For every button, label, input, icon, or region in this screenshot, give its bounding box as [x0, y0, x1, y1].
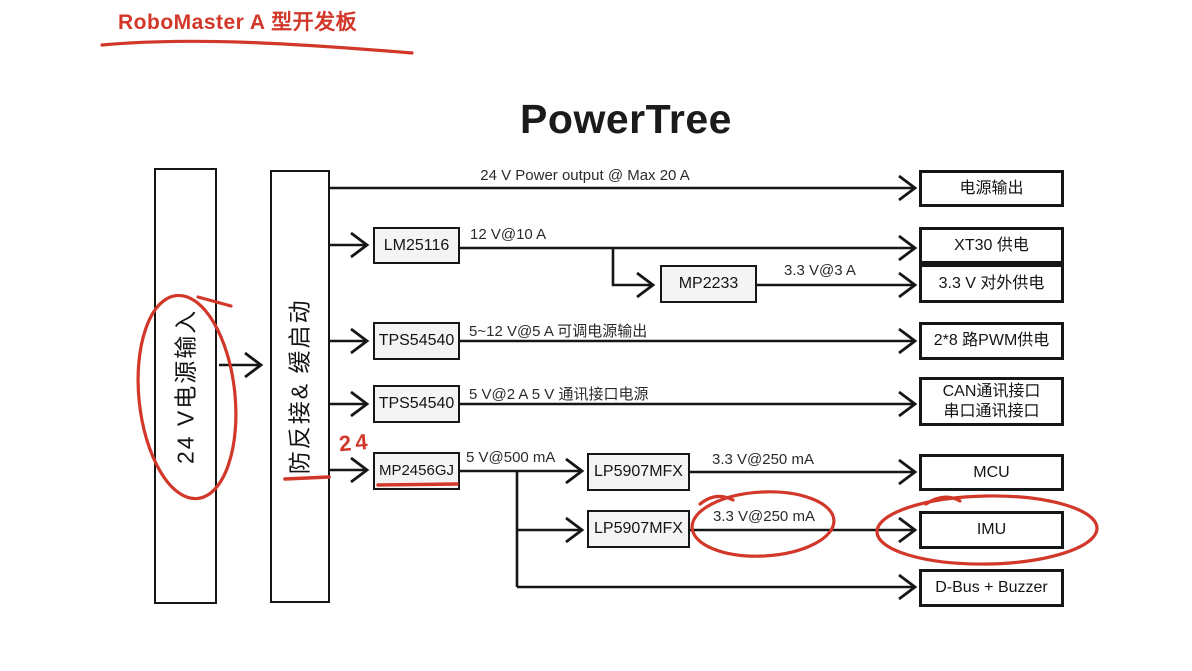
edge-label-3v3-250ma-imu: 3.3 V@250 mA — [713, 508, 815, 525]
block-pwm: 2*8 路PWM供电 — [919, 322, 1064, 360]
block-tps54540-1: TPS54540 — [373, 322, 460, 360]
block-ext-3v3: 3.3 V 对外供电 — [919, 264, 1064, 303]
red-circle-imu-kink — [924, 495, 962, 506]
block-imu-label: IMU — [976, 521, 1007, 538]
edge-label-adjustable: 5~12 V@5 A 可调电源输出 — [469, 323, 648, 340]
block-xt30: XT30 供电 — [919, 227, 1064, 264]
block-lm25116-label: LM25116 — [383, 236, 450, 254]
edge-label-12v: 12 V@10 A — [470, 226, 547, 243]
edge-label-3v3-3a: 3.3 V@3 A — [784, 262, 856, 279]
block-pwm-label: 2*8 路PWM供电 — [933, 332, 1050, 349]
handwritten-24-note: 24 — [337, 428, 373, 457]
arrow-branch-to-mp2233 — [611, 248, 656, 299]
block-mp2233: MP2233 — [660, 265, 757, 303]
block-reverse-protection-label: 防反接& 缓启动 — [286, 298, 313, 475]
block-mcu: MCU — [919, 454, 1064, 491]
block-mcu-label: MCU — [973, 463, 1010, 481]
block-serial-label: 串口通讯接口 — [943, 402, 1040, 420]
block-ext-3v3-label: 3.3 V 对外供电 — [938, 274, 1045, 292]
block-power-output: 电源输出 — [919, 170, 1064, 207]
block-mp2456gj: MP2456GJ — [373, 452, 460, 490]
block-mp2233-label: MP2233 — [678, 275, 739, 292]
block-lp5907mfx-2: LP5907MFX — [587, 510, 690, 548]
block-tps54540-2: TPS54540 — [373, 385, 460, 423]
block-dbus-buzzer-label: D-Bus + Buzzer — [935, 579, 1048, 596]
block-lp5907mfx-1-label: LP5907MFX — [594, 463, 683, 480]
block-power-output-label: 电源输出 — [959, 179, 1024, 197]
edge-label-5v-500ma: 5 V@500 mA — [466, 449, 556, 466]
edge-label-3v3-250ma-mcu: 3.3 V@250 mA — [712, 451, 814, 468]
block-imu: IMU — [919, 511, 1064, 549]
page-title: PowerTree — [520, 96, 732, 142]
red-circle-3v3-250ma-kink — [698, 494, 735, 506]
red-underline-board-title — [100, 39, 414, 55]
block-xt30-label: XT30 供电 — [954, 236, 1029, 254]
block-lp5907mfx-2-label: LP5907MFX — [594, 520, 683, 537]
edge-label-comm-5v: 5 V@2 A 5 V 通讯接口电源 — [469, 386, 649, 403]
block-mp2456gj-label: MP2456GJ — [378, 461, 455, 479]
block-tps54540-2-label: TPS54540 — [378, 395, 455, 412]
block-24v-input: 24 V电源输入 — [154, 168, 217, 604]
edge-label-main-output: 24 V Power output @ Max 20 A — [480, 167, 690, 184]
block-tps54540-1-label: TPS54540 — [378, 332, 455, 349]
block-24v-input-label: 24 V电源输入 — [172, 308, 199, 464]
board-title: RoboMaster A 型开发板 — [118, 11, 358, 34]
block-lp5907mfx-1: LP5907MFX — [587, 453, 690, 491]
block-reverse-protection: 防反接& 缓启动 — [270, 170, 330, 603]
block-can-serial: CAN通讯接口 串口通讯接口 — [919, 377, 1064, 426]
block-can-label: CAN通讯接口 — [942, 382, 1041, 400]
block-dbus-buzzer: D-Bus + Buzzer — [919, 569, 1064, 607]
block-lm25116: LM25116 — [373, 227, 460, 264]
